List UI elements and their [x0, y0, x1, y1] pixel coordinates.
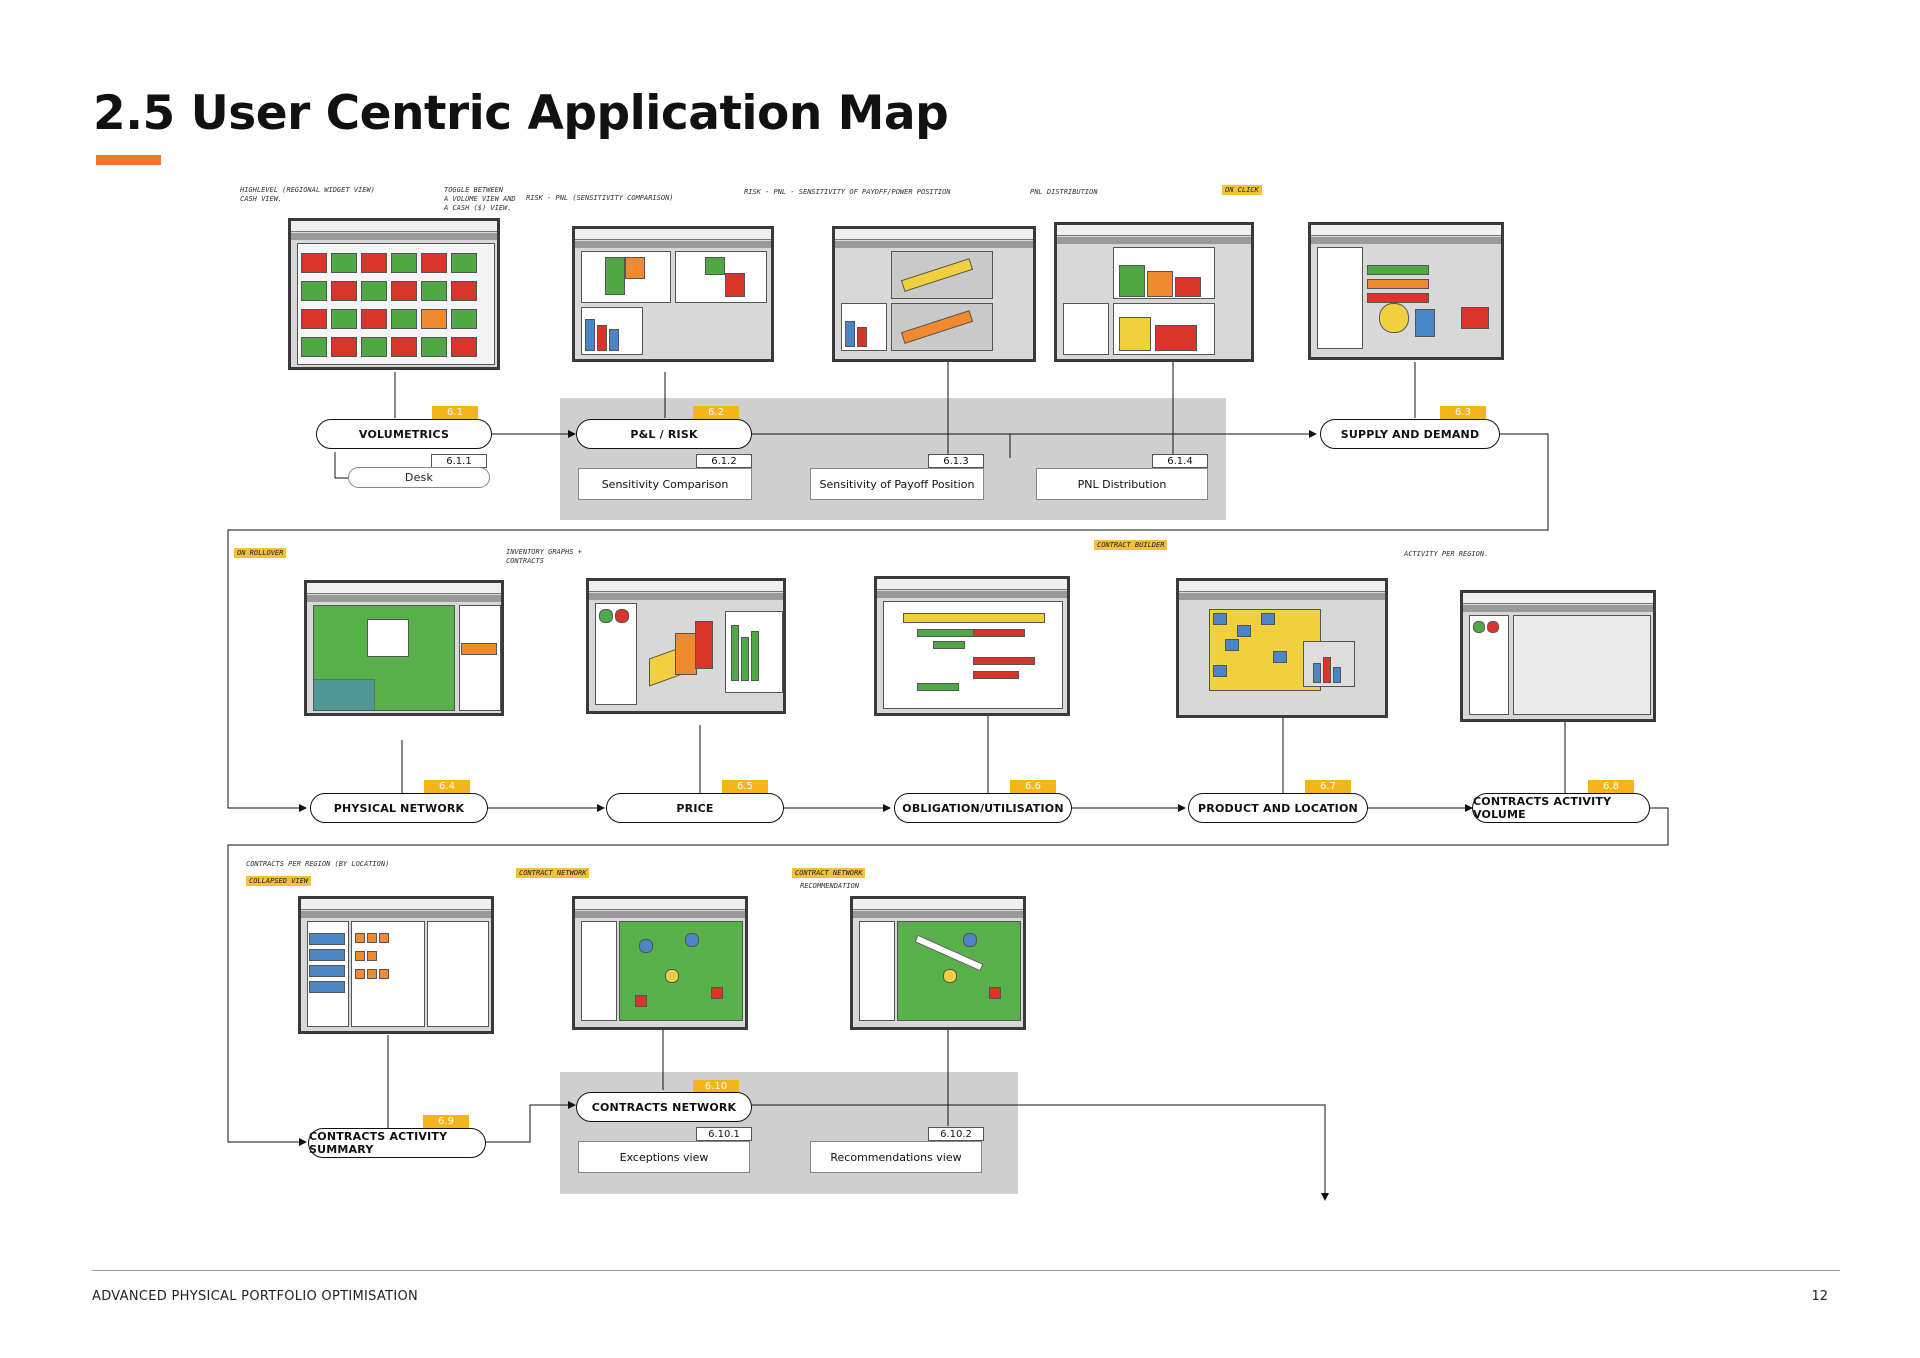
node-contracts-activity-summary[interactable]: CONTRACTS ACTIVITY SUMMARY [308, 1128, 486, 1158]
note-regional-widget: HIGHLEVEL (REGIONAL WIDGET VIEW) CASH VI… [240, 186, 375, 204]
tag-6-5: 6.5 [722, 780, 768, 793]
footer-divider [92, 1270, 1840, 1271]
sketch-price [586, 578, 786, 714]
note-contract-builder: CONTRACT BUILDER [1094, 540, 1167, 550]
num-6-10-1: 6.10.1 [696, 1127, 752, 1141]
footer-page-number: 12 [1811, 1289, 1828, 1304]
tag-6-2: 6.2 [693, 406, 739, 419]
tag-6-4: 6.4 [424, 780, 470, 793]
node-exceptions-view[interactable]: Exceptions view [578, 1141, 750, 1173]
note-contracts-per-region: CONTRACTS PER REGION (BY LOCATION) [246, 860, 389, 869]
node-pnl-distribution[interactable]: PNL Distribution [1036, 468, 1208, 500]
sketch-regional-widget-view [288, 218, 500, 370]
sketch-product-location [1176, 578, 1388, 718]
note-recommendation: RECOMMENDATION [800, 882, 859, 891]
node-contracts-network[interactable]: CONTRACTS NETWORK [576, 1092, 752, 1122]
num-6-1-3: 6.1.3 [928, 454, 984, 468]
sketch-contracts-activity-volume [1460, 590, 1656, 722]
num-6-1-1: 6.1.1 [431, 454, 487, 468]
note-on-rollover: ON ROLLOVER [234, 548, 286, 558]
sketch-pnl-distribution [1054, 222, 1254, 362]
node-sensitivity-payoff[interactable]: Sensitivity of Payoff Position [810, 468, 984, 500]
sketch-contracts-activity-summary [298, 896, 494, 1034]
sketch-sensitivity-comparison [572, 226, 774, 362]
sketch-contracts-network-recommendations [850, 896, 1026, 1030]
tag-6-9: 6.9 [423, 1115, 469, 1128]
note-collapsed-view: COLLAPSED VIEW [246, 876, 311, 886]
node-price[interactable]: PRICE [606, 793, 784, 823]
node-desk[interactable]: Desk [348, 467, 490, 488]
sketch-contracts-network-exceptions [572, 896, 748, 1030]
footer-document-title: ADVANCED PHYSICAL PORTFOLIO OPTIMISATION [92, 1289, 418, 1304]
tag-6-6: 6.6 [1010, 780, 1056, 793]
note-on-click: ON CLICK [1222, 185, 1262, 195]
num-6-1-2: 6.1.2 [696, 454, 752, 468]
node-volumetrics[interactable]: VOLUMETRICS [316, 419, 492, 449]
node-pl-risk[interactable]: P&L / RISK [576, 419, 752, 449]
note-inventory-graphs: INVENTORY GRAPHS + CONTRACTS [506, 548, 582, 566]
tag-6-8: 6.8 [1588, 780, 1634, 793]
node-product-location[interactable]: PRODUCT AND LOCATION [1188, 793, 1368, 823]
note-contract-network-2: CONTRACT NETWORK [792, 868, 865, 878]
tag-6-7: 6.7 [1305, 780, 1351, 793]
note-activity-per-region: ACTIVITY PER REGION. [1404, 550, 1488, 559]
sketch-physical-network [304, 580, 504, 716]
node-sensitivity-comparison[interactable]: Sensitivity Comparison [578, 468, 752, 500]
note-contract-network-1: CONTRACT NETWORK [516, 868, 589, 878]
note-pnl-distribution: PNL DISTRIBUTION [1030, 188, 1097, 197]
num-6-10-2: 6.10.2 [928, 1127, 984, 1141]
sketch-sensitivity-payoff [832, 226, 1036, 362]
node-recommendations-view[interactable]: Recommendations view [810, 1141, 982, 1173]
node-physical-network[interactable]: PHYSICAL NETWORK [310, 793, 488, 823]
note-sensitivity-payoff: RISK - PNL - SENSITIVITY OF PAYOFF/POWER… [744, 188, 951, 197]
node-supply-demand[interactable]: SUPPLY AND DEMAND [1320, 419, 1500, 449]
sketch-obligation [874, 576, 1070, 716]
note-toggle-view: TOGGLE BETWEEN A VOLUME VIEW AND A CASH … [444, 186, 516, 213]
tag-6-1: 6.1 [432, 406, 478, 419]
note-risk-pnl: RISK - PNL (SENSITIVITY COMPARISON) [526, 194, 674, 203]
num-6-1-4: 6.1.4 [1152, 454, 1208, 468]
node-contracts-activity-volume[interactable]: CONTRACTS ACTIVITY VOLUME [1472, 793, 1650, 823]
tag-6-3: 6.3 [1440, 406, 1486, 419]
sketch-supply-demand [1308, 222, 1504, 360]
node-obligation-utilisation[interactable]: OBLIGATION/UTILISATION [894, 793, 1072, 823]
